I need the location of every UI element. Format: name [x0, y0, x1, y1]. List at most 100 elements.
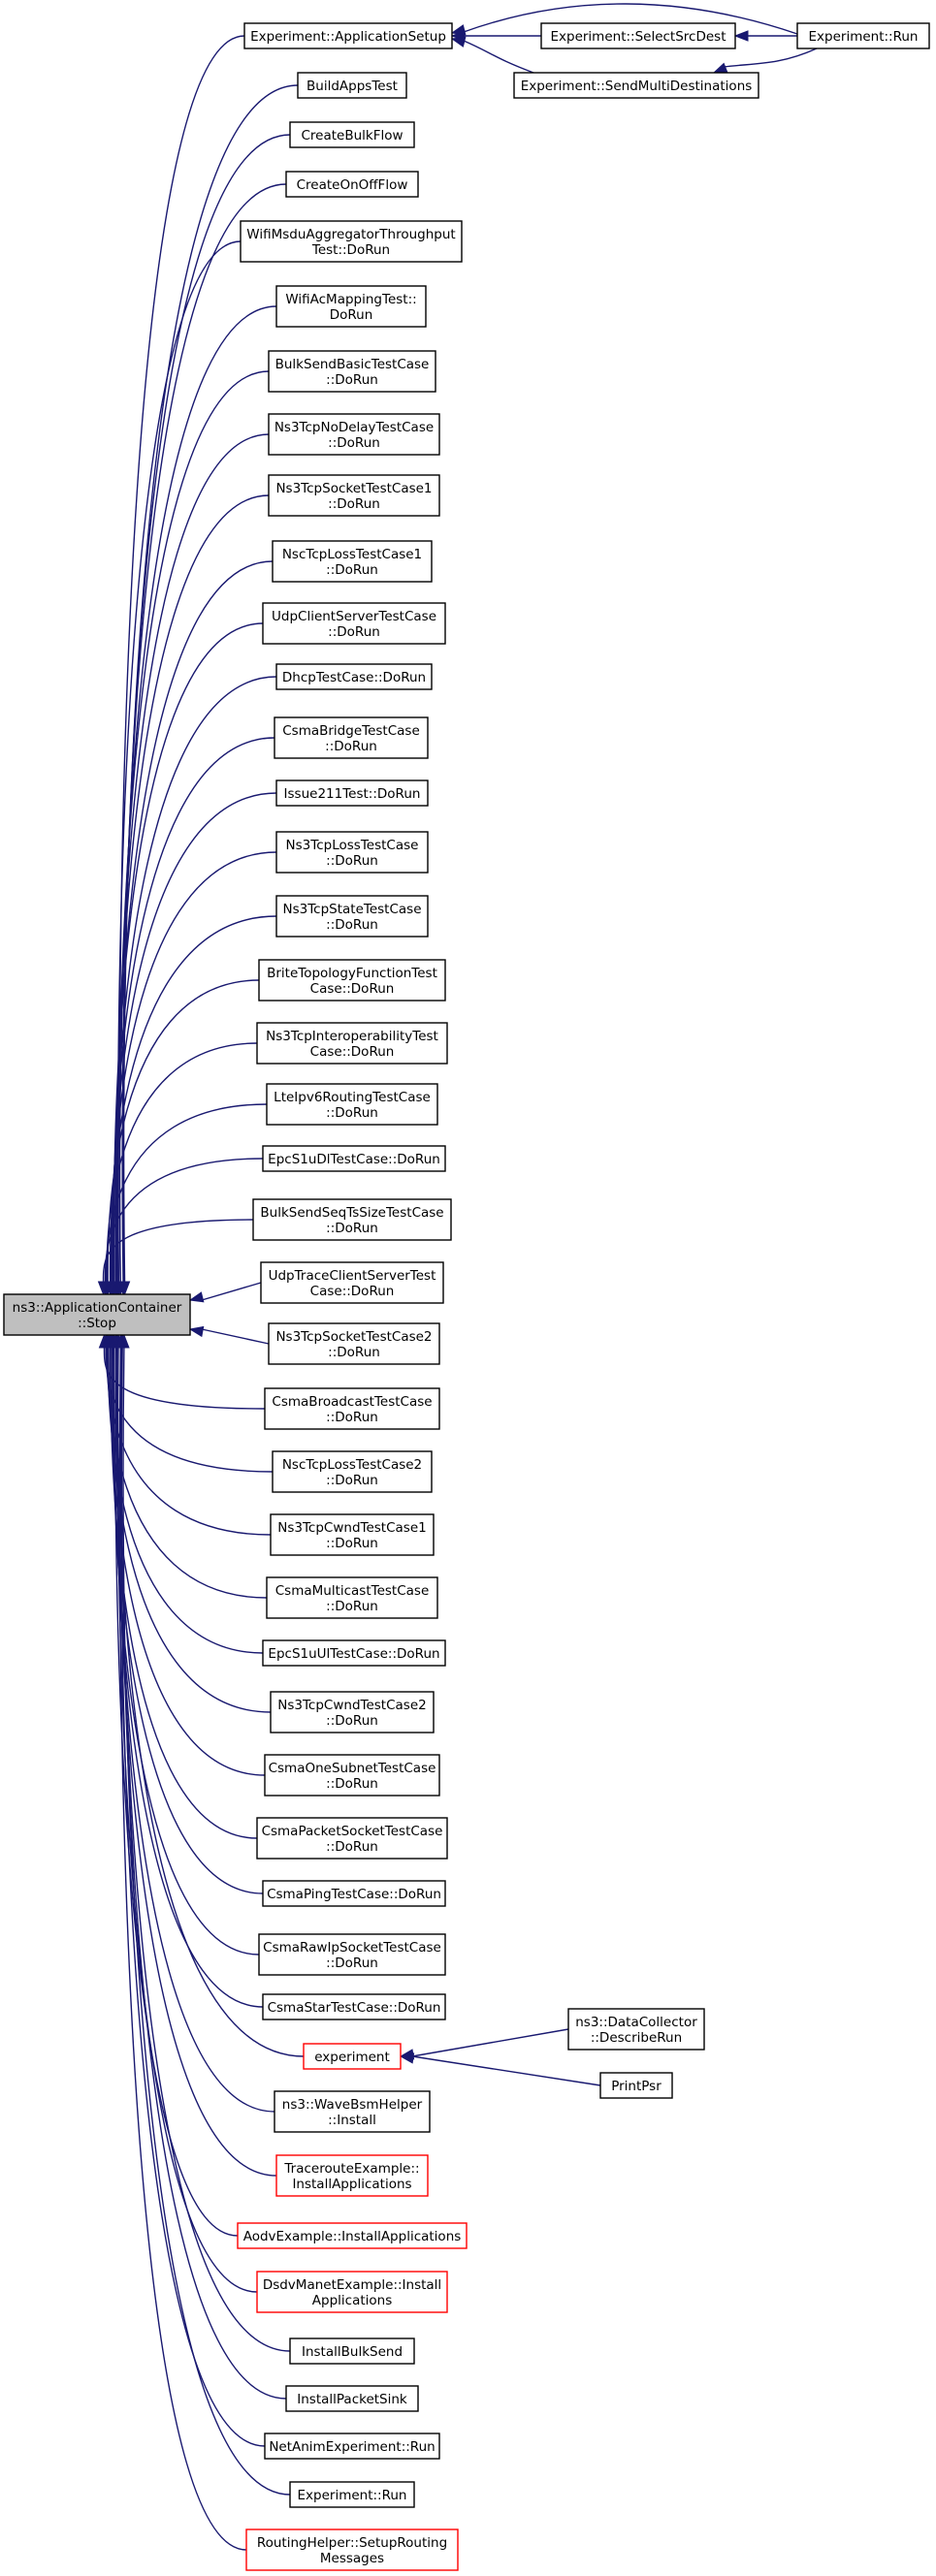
node-box[interactable]: [297, 72, 407, 99]
node-ns3tcpcwnd2[interactable]: Ns3TcpCwndTestCase2::DoRun: [270, 1691, 435, 1733]
node-box[interactable]: [513, 72, 759, 99]
edges-layer: [97, 3, 818, 2551]
node-box[interactable]: [266, 1083, 438, 1126]
node-box[interactable]: [275, 779, 429, 807]
node-ns3tcpsocket2[interactable]: Ns3TcpSocketTestCase2::DoRun: [268, 1322, 440, 1365]
node-box[interactable]: [262, 602, 446, 645]
node-box[interactable]: [270, 1691, 435, 1733]
node-csmarawip[interactable]: CsmaRawIpSocketTestCase::DoRun: [258, 1933, 446, 1976]
node-epcs1udl[interactable]: EpcS1uDlTestCase::DoRun: [262, 1145, 446, 1172]
node-box[interactable]: [272, 540, 433, 583]
node-box[interactable]: [796, 22, 930, 49]
node-nsctcploss2[interactable]: NscTcpLossTestCase2::DoRun: [272, 1450, 433, 1493]
node-dhcp[interactable]: DhcpTestCase::DoRun: [275, 663, 433, 690]
edge-ns3tcpsocket2-to-root: [201, 1328, 270, 1345]
node-csmabroadcast[interactable]: CsmaBroadcastTestCase::DoRun: [264, 1387, 440, 1430]
node-box[interactable]: [567, 2008, 705, 2051]
node-createbulk[interactable]: CreateBulkFlow: [289, 121, 415, 148]
node-issue211[interactable]: Issue211Test::DoRun: [275, 779, 429, 807]
node-printpsr[interactable]: PrintPsr: [599, 2072, 673, 2099]
node-ns3tcpstate[interactable]: Ns3TcpStateTestCase::DoRun: [275, 895, 429, 938]
node-box[interactable]: [289, 2481, 415, 2508]
node-box[interactable]: [540, 22, 736, 49]
node-box[interactable]: [274, 716, 429, 759]
node-sendmulti[interactable]: Experiment::SendMultiDestinations: [513, 72, 759, 99]
node-box[interactable]: [262, 1639, 446, 1667]
node-box[interactable]: [275, 831, 429, 874]
node-ns3tcpcwnd1[interactable]: Ns3TcpCwndTestCase1::DoRun: [270, 1513, 435, 1556]
node-box[interactable]: [268, 413, 440, 456]
node-ns3tcploss[interactable]: Ns3TcpLossTestCase::DoRun: [275, 831, 429, 874]
node-traceroute[interactable]: TracerouteExample::InstallApplications: [275, 2154, 429, 2197]
node-box[interactable]: [268, 1322, 440, 1365]
node-box[interactable]: [245, 2528, 459, 2571]
node-box[interactable]: [275, 895, 429, 938]
node-box[interactable]: [289, 121, 415, 148]
node-bulksendseq[interactable]: BulkSendSeqTsSizeTestCase::DoRun: [252, 1198, 452, 1241]
node-box[interactable]: [258, 1933, 446, 1976]
node-createonoff[interactable]: CreateOnOffFlow: [285, 171, 419, 198]
node-buildapps[interactable]: BuildAppsTest: [297, 72, 407, 99]
node-installbulksend[interactable]: InstallBulkSend: [289, 2337, 415, 2365]
node-box[interactable]: [275, 285, 427, 328]
node-box[interactable]: [274, 2090, 431, 2133]
node-box[interactable]: [260, 1261, 444, 1304]
node-installpacketsink[interactable]: InstallPacketSink: [285, 2385, 419, 2412]
node-selectsrc[interactable]: Experiment::SelectSrcDest: [540, 22, 736, 49]
node-ns3tcpsocket1[interactable]: Ns3TcpSocketTestCase1::DoRun: [268, 474, 440, 517]
node-exprun1[interactable]: Experiment::Run: [796, 22, 930, 49]
node-box[interactable]: [303, 2043, 402, 2070]
node-lteipv6[interactable]: LteIpv6RoutingTestCase::DoRun: [266, 1083, 438, 1126]
node-epcs1uul[interactable]: EpcS1uUlTestCase::DoRun: [262, 1639, 446, 1667]
node-csmastar[interactable]: CsmaStarTestCase::DoRun: [262, 1993, 446, 2020]
node-udpclientserver[interactable]: UdpClientServerTestCase::DoRun: [262, 602, 446, 645]
node-wavebsm[interactable]: ns3::WaveBsmHelper::Install: [274, 2090, 431, 2133]
node-csmapacketsocket[interactable]: CsmaPacketSocketTestCase::DoRun: [256, 1817, 448, 1860]
node-box[interactable]: [275, 2154, 429, 2197]
node-exprun2[interactable]: Experiment::Run: [289, 2481, 415, 2508]
node-box[interactable]: [237, 2222, 468, 2249]
node-csmabridge[interactable]: CsmaBridgeTestCase::DoRun: [274, 716, 429, 759]
node-box[interactable]: [275, 663, 433, 690]
node-box[interactable]: [262, 1145, 446, 1172]
node-dsdv[interactable]: DsdvManetExample::InstallApplications: [256, 2271, 448, 2313]
node-ns3tcpnodelay[interactable]: Ns3TcpNoDelayTestCase::DoRun: [268, 413, 440, 456]
node-box[interactable]: [264, 1387, 440, 1430]
node-nsctcploss1[interactable]: NscTcpLossTestCase1::DoRun: [272, 540, 433, 583]
node-box[interactable]: [264, 2433, 440, 2460]
node-box[interactable]: [258, 959, 446, 1002]
node-box[interactable]: [243, 22, 453, 49]
node-aodv[interactable]: AodvExample::InstallApplications: [237, 2222, 468, 2249]
node-netanim[interactable]: NetAnimExperiment::Run: [264, 2433, 440, 2460]
node-box[interactable]: [256, 1817, 448, 1860]
node-box[interactable]: [272, 1450, 433, 1493]
node-box[interactable]: [285, 2385, 419, 2412]
node-box[interactable]: [256, 2271, 448, 2313]
node-datacollector[interactable]: ns3::DataCollector::DescribeRun: [567, 2008, 705, 2051]
node-box[interactable]: [264, 1754, 440, 1797]
node-box[interactable]: [240, 220, 463, 263]
node-box[interactable]: [599, 2072, 673, 2099]
node-box[interactable]: [256, 1022, 448, 1065]
node-box[interactable]: [262, 1880, 446, 1907]
node-wifiac[interactable]: WifiAcMappingTest::DoRun: [275, 285, 427, 328]
node-box[interactable]: [285, 171, 419, 198]
node-appsetup[interactable]: Experiment::ApplicationSetup: [243, 22, 453, 49]
node-box[interactable]: [268, 474, 440, 517]
node-box[interactable]: [289, 2337, 415, 2365]
node-box[interactable]: [266, 1576, 438, 1619]
node-box[interactable]: [262, 1993, 446, 2020]
node-csmamulticast[interactable]: CsmaMulticastTestCase::DoRun: [266, 1576, 438, 1619]
node-box[interactable]: [252, 1198, 452, 1241]
node-box[interactable]: [270, 1513, 435, 1556]
node-experiment[interactable]: experiment: [303, 2043, 402, 2070]
node-box[interactable]: [268, 350, 436, 393]
node-csmaping[interactable]: CsmaPingTestCase::DoRun: [262, 1880, 446, 1907]
node-csmaonesubnet[interactable]: CsmaOneSubnetTestCase::DoRun: [264, 1754, 440, 1797]
node-bulksendbasic[interactable]: BulkSendBasicTestCase::DoRun: [268, 350, 436, 393]
